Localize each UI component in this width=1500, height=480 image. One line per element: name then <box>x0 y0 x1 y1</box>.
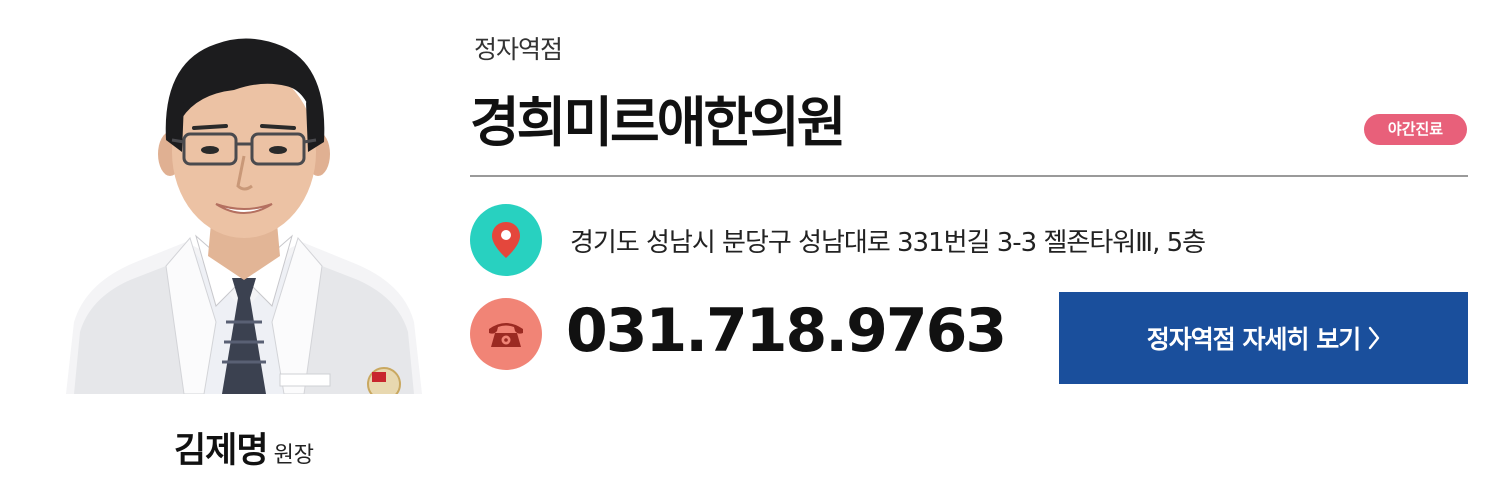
clinic-address: 경기도 성남시 분당구 성남대로 331번길 3-3 젤존타워Ⅲ, 5층 <box>570 228 1206 258</box>
chevron-right-icon <box>1369 326 1380 350</box>
branch-detail-button[interactable]: 정자역점 자세히 보기 <box>1059 292 1468 384</box>
night-clinic-badge: 야간진료 <box>1364 114 1467 145</box>
doctor-rank: 원장 <box>273 443 315 468</box>
doctor-photo <box>66 22 422 394</box>
doctor-name: 김제명 <box>173 431 269 471</box>
divider <box>470 175 1468 177</box>
branch-detail-label: 정자역점 자세히 보기 <box>1146 325 1361 354</box>
clinic-phone: 031.718.9763 <box>566 296 1007 366</box>
clinic-name: 경희미르애한의원 <box>470 91 846 154</box>
telephone-icon <box>470 298 542 370</box>
branch-name: 정자역점 <box>474 35 563 64</box>
location-pin-icon <box>470 204 542 276</box>
